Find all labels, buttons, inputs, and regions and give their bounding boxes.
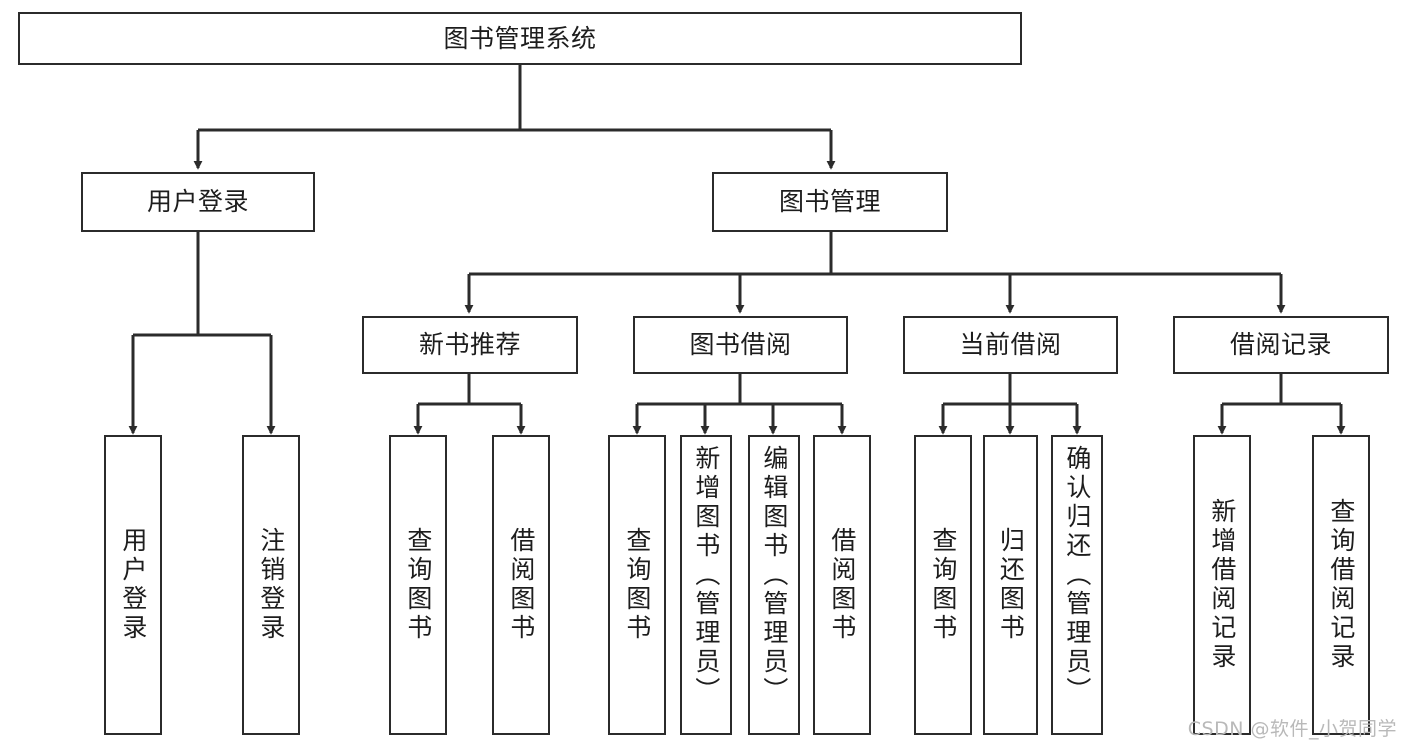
leaf-return-book[interactable]: 归还图书 [983, 435, 1038, 735]
node-label: 借阅图书 [506, 527, 536, 643]
node-current-borrow[interactable]: 当前借阅 [903, 316, 1118, 374]
leaf-query-borrow-record[interactable]: 查询借阅记录 [1312, 435, 1370, 735]
node-root-system[interactable]: 图书管理系统 [18, 12, 1022, 65]
node-label: 注销登录 [256, 527, 286, 643]
leaf-add-borrow-record[interactable]: 新增借阅记录 [1193, 435, 1251, 735]
node-label: 查询图书 [928, 527, 958, 643]
node-label: 图书借阅 [689, 330, 792, 360]
leaf-query-book-borrow[interactable]: 查询图书 [608, 435, 666, 735]
leaf-query-book-recommend[interactable]: 查询图书 [389, 435, 447, 735]
node-book-management[interactable]: 图书管理 [712, 172, 948, 232]
node-label: 查询图书 [622, 527, 652, 643]
node-label: 新增借阅记录 [1207, 498, 1237, 672]
node-label: 归还图书 [996, 527, 1026, 643]
node-label: 当前借阅 [959, 330, 1062, 360]
node-label: 新书推荐 [418, 330, 521, 360]
node-label: 查询图书 [403, 527, 433, 643]
node-label: 借阅记录 [1229, 330, 1332, 360]
leaf-borrow-book-recommend[interactable]: 借阅图书 [492, 435, 550, 735]
leaf-user-login[interactable]: 用户登录 [104, 435, 162, 735]
node-label: 编辑图书（管理员） [759, 445, 789, 706]
node-label: 用户登录 [146, 187, 249, 217]
csdn-watermark: CSDN @软件_小贺同学 [1187, 718, 1397, 740]
node-label: 图书管理系统 [443, 23, 597, 53]
node-label: 图书管理 [778, 187, 881, 217]
leaf-logout-login[interactable]: 注销登录 [242, 435, 300, 735]
leaf-query-book-current[interactable]: 查询图书 [914, 435, 972, 735]
leaf-add-book-admin[interactable]: 新增图书（管理员） [680, 435, 732, 735]
node-label: 确认归还（管理员） [1062, 445, 1092, 706]
node-book-borrow[interactable]: 图书借阅 [633, 316, 848, 374]
node-borrow-records[interactable]: 借阅记录 [1173, 316, 1389, 374]
node-new-book-recommend[interactable]: 新书推荐 [362, 316, 578, 374]
node-user-login[interactable]: 用户登录 [81, 172, 315, 232]
leaf-confirm-return-admin[interactable]: 确认归还（管理员） [1051, 435, 1103, 735]
node-label: 查询借阅记录 [1326, 498, 1356, 672]
leaf-edit-book-admin[interactable]: 编辑图书（管理员） [748, 435, 800, 735]
leaf-borrow-book[interactable]: 借阅图书 [813, 435, 871, 735]
node-label: 借阅图书 [827, 527, 857, 643]
node-label: 用户登录 [118, 527, 148, 643]
node-label: 新增图书（管理员） [691, 445, 721, 706]
